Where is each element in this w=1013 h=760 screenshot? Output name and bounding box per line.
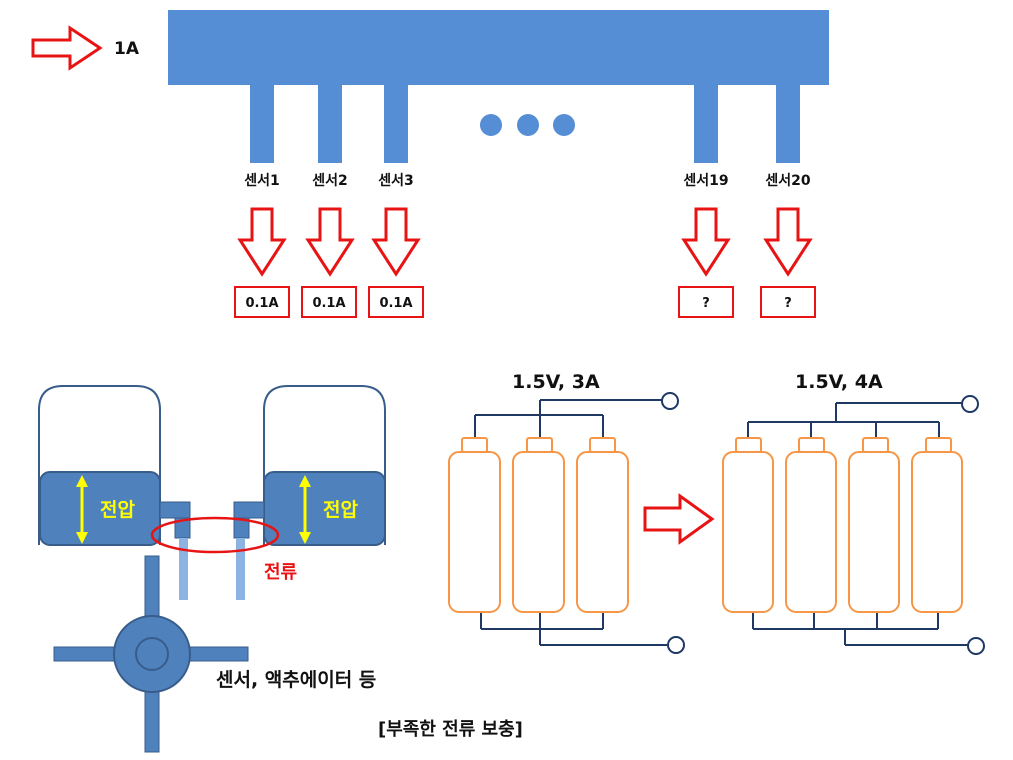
sensor-value: 0.1A bbox=[312, 296, 345, 311]
sensor-value-box bbox=[368, 286, 424, 318]
sensor-value-box bbox=[301, 286, 357, 318]
ellipsis-dot bbox=[517, 114, 539, 136]
right-pipe bbox=[236, 538, 245, 600]
sensor-value: 0.1A bbox=[379, 296, 412, 311]
device-center bbox=[135, 637, 169, 671]
down-arrow-icon bbox=[371, 207, 421, 277]
sensor-value: ? bbox=[702, 296, 710, 311]
caption: [부족한 전류 보충] bbox=[378, 719, 523, 740]
sensor-value-box bbox=[678, 286, 734, 318]
current-bus-bar bbox=[168, 10, 829, 85]
sensor-branch bbox=[384, 85, 408, 163]
sensor-branch bbox=[318, 85, 342, 163]
right-battery-wiring bbox=[747, 402, 968, 646]
down-arrow-icon bbox=[681, 207, 731, 277]
sensor-label: 센서3 bbox=[378, 173, 414, 189]
left-pipe-fitting bbox=[159, 501, 191, 519]
ellipsis-dot bbox=[480, 114, 502, 136]
terminal-icon bbox=[967, 637, 985, 655]
sensor-label: 센서2 bbox=[312, 173, 348, 189]
terminal-icon bbox=[661, 392, 679, 410]
left-pipe bbox=[179, 538, 188, 600]
current-highlight-ellipse bbox=[150, 516, 280, 554]
right-pipe-fitting bbox=[233, 501, 265, 519]
sensor-branch bbox=[694, 85, 718, 163]
terminal-icon bbox=[667, 636, 685, 654]
sensor-branch bbox=[776, 85, 800, 163]
ellipsis-dot bbox=[553, 114, 575, 136]
left-battery-wiring bbox=[474, 399, 667, 646]
down-arrow-icon bbox=[763, 207, 813, 277]
sensor-value-box bbox=[234, 286, 290, 318]
battery-cell bbox=[576, 437, 629, 613]
battery-cell bbox=[785, 437, 837, 613]
battery-cell bbox=[722, 437, 774, 613]
sensor-label: 센서20 bbox=[765, 173, 811, 189]
input-arrow-icon bbox=[31, 25, 103, 71]
battery-cell bbox=[448, 437, 501, 613]
right-battery-label: 1.5V, 4A bbox=[795, 371, 883, 393]
left-voltage-label: 전압 bbox=[100, 499, 135, 521]
sensor-branch bbox=[250, 85, 274, 163]
sensor-value: 0.1A bbox=[245, 296, 278, 311]
sensor-value-box bbox=[760, 286, 816, 318]
down-arrow-icon bbox=[237, 207, 287, 277]
right-arrow-icon bbox=[643, 493, 715, 545]
left-battery-label: 1.5V, 3A bbox=[512, 371, 600, 393]
battery-cell bbox=[911, 437, 963, 613]
down-arrow-icon bbox=[305, 207, 355, 277]
sensor-label: 센서1 bbox=[244, 173, 280, 189]
sensor-value: ? bbox=[784, 296, 792, 311]
sensor-label: 센서19 bbox=[683, 173, 728, 189]
battery-cell bbox=[512, 437, 565, 613]
input-current-label: 1A bbox=[114, 39, 140, 59]
terminal-icon bbox=[961, 395, 979, 413]
device-label: 센서, 액추에이터 등 bbox=[216, 669, 376, 691]
current-label: 전류 bbox=[264, 562, 297, 583]
right-voltage-label: 전압 bbox=[323, 499, 358, 521]
battery-cell bbox=[848, 437, 900, 613]
